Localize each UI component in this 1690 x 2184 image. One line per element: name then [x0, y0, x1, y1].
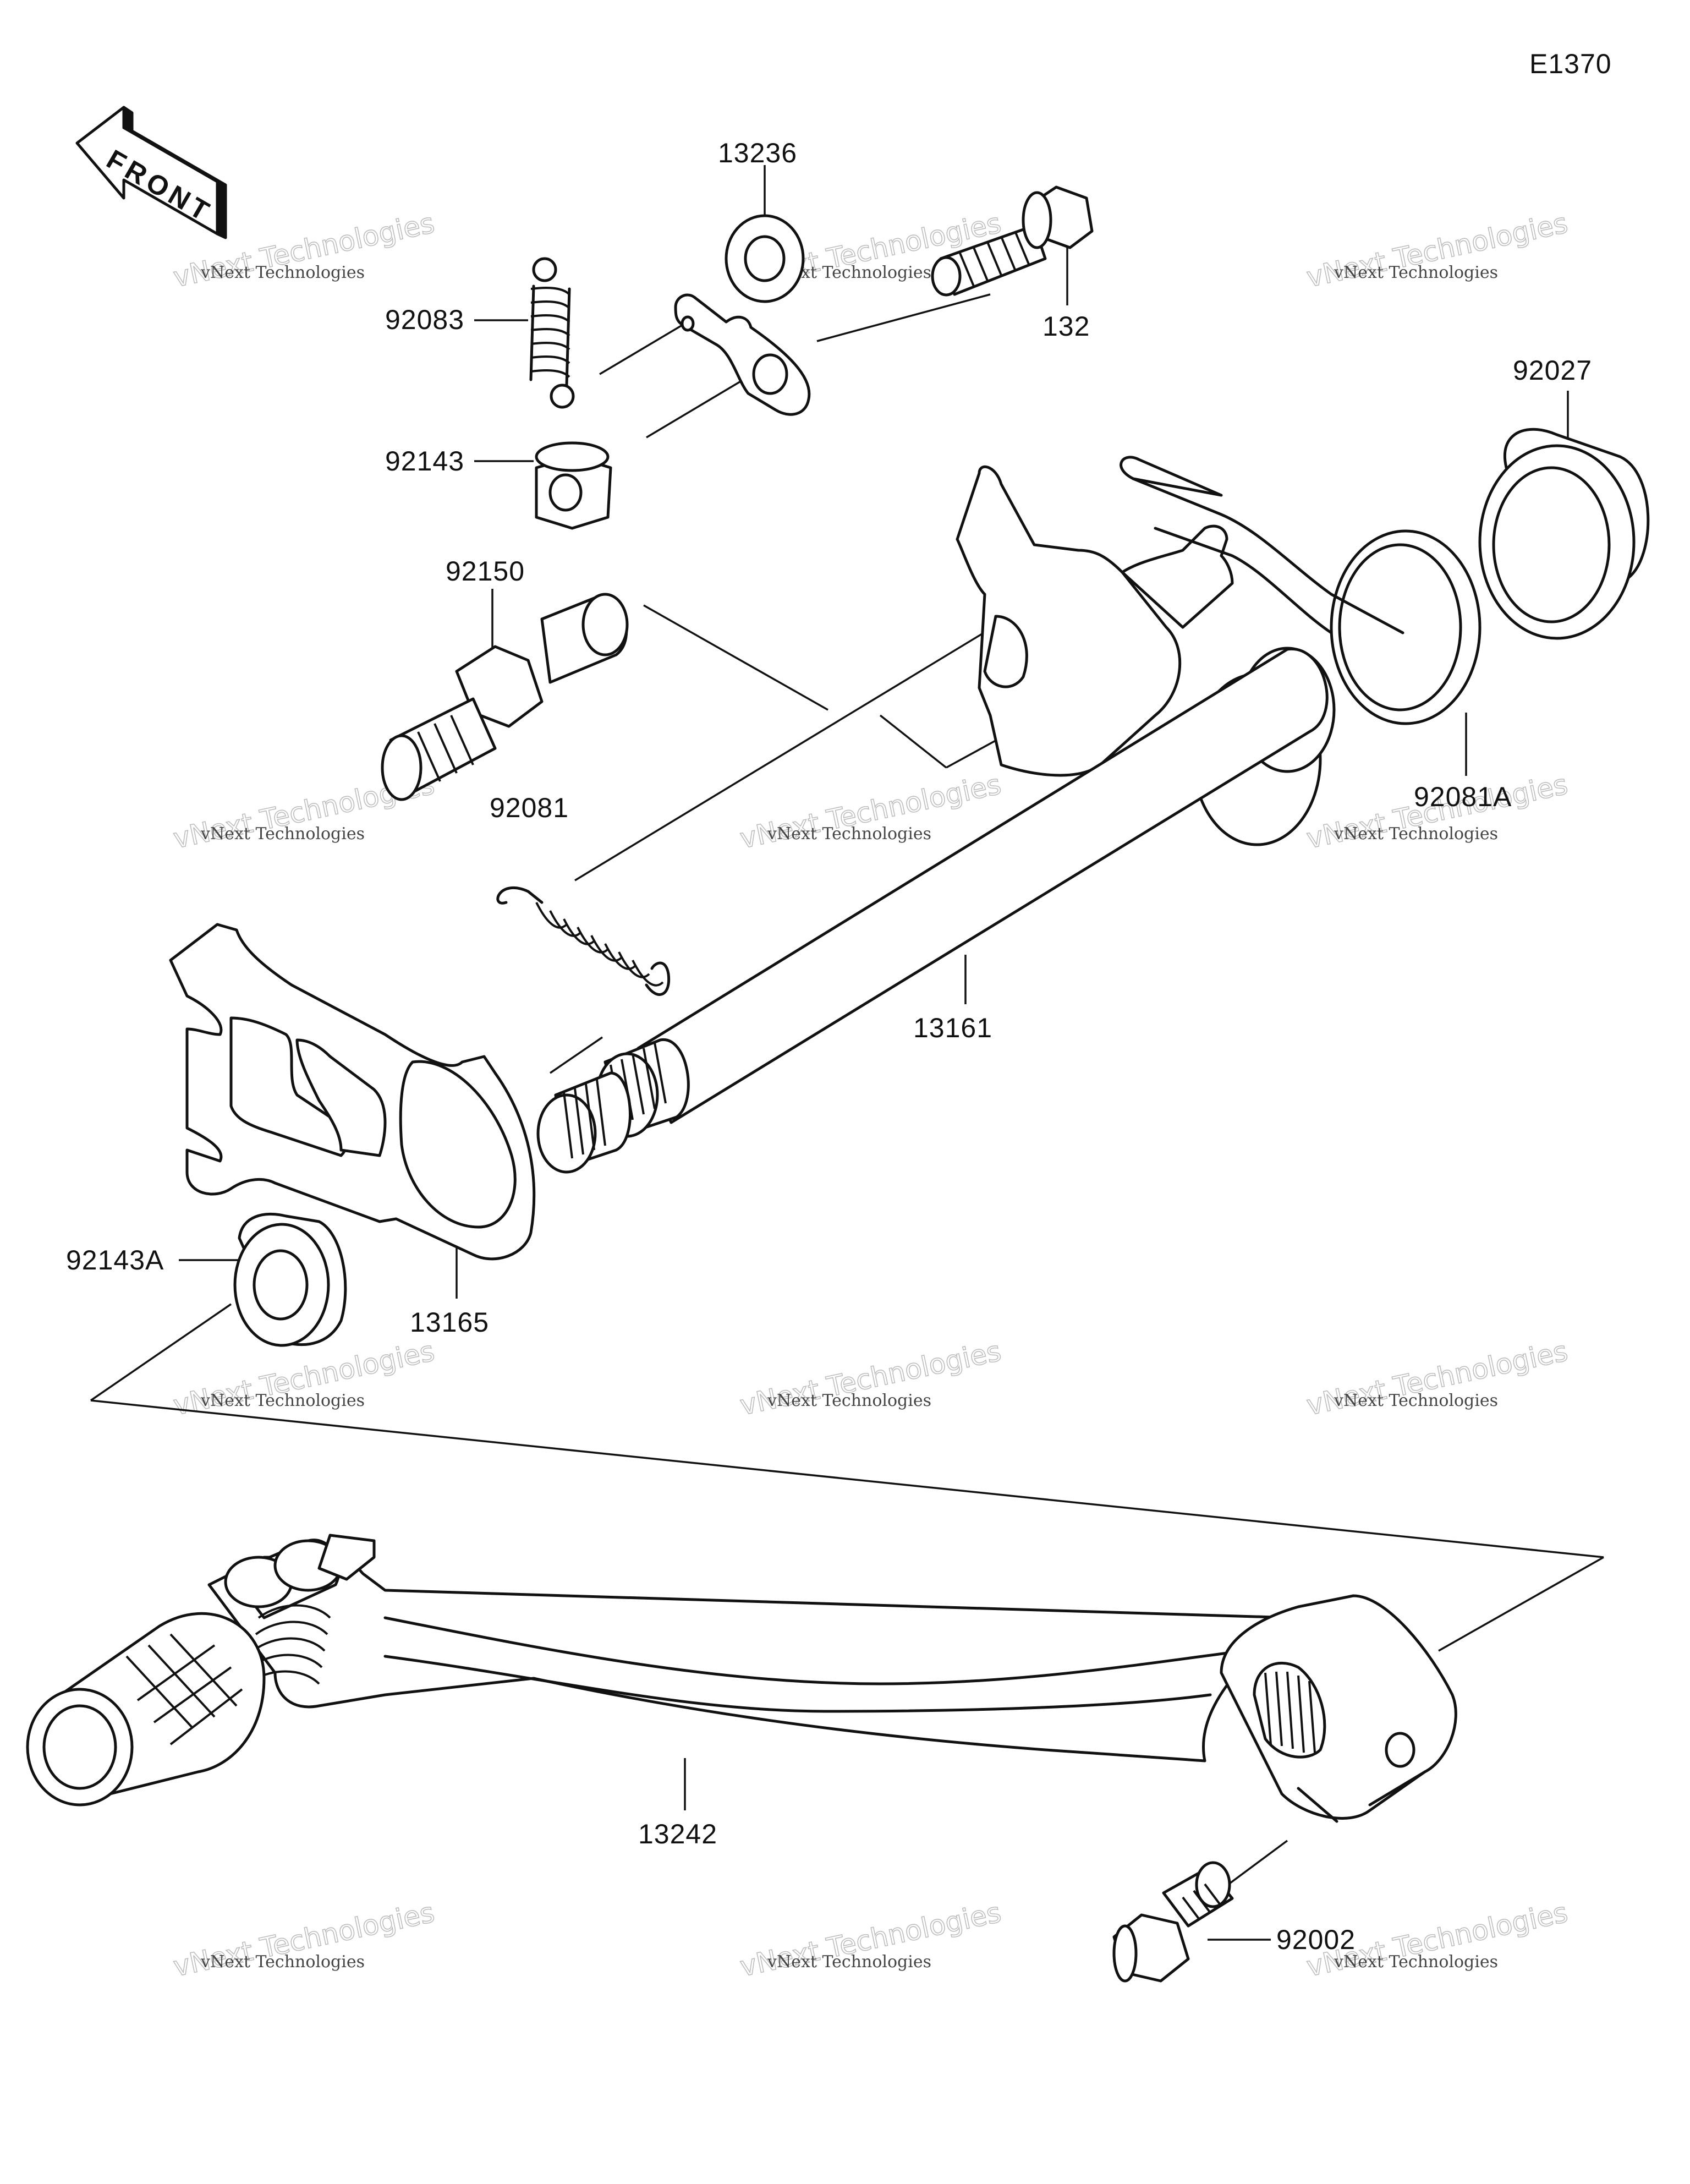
part-label-92143: 92143: [385, 446, 464, 477]
watermark-text: vNext Technologies: [767, 1391, 931, 1410]
part-92081-spring: [496, 886, 671, 996]
watermark-text: vNext Technologies: [200, 263, 365, 282]
part-label-92027: 92027: [1513, 355, 1592, 386]
watermark-text: vNext Technologies: [200, 1391, 365, 1410]
watermark-text: vNext Technologies: [200, 1952, 365, 1972]
part-92150-pin: [381, 593, 629, 801]
watermark: vNext Technologies vNext Technologies: [170, 1896, 437, 1983]
part-label-92083: 92083: [385, 304, 464, 335]
part-label-13165: 13165: [410, 1307, 489, 1338]
watermark-text: vNext Technologies: [1334, 1391, 1498, 1410]
part-label-13161: 13161: [913, 1012, 992, 1043]
part-92002-bolt: [1112, 1861, 1234, 1983]
watermark-text: vNext Technologies: [767, 824, 931, 844]
watermark-text: vNext Technologies: [1334, 1952, 1498, 1972]
part-13165-plate: [169, 923, 536, 1261]
watermark-text: vNext Technologies: [1334, 824, 1498, 844]
watermark: vNext Technologies vNext Technologies: [737, 1334, 1004, 1422]
part-13236-plate: [674, 214, 811, 416]
watermark: vNext Technologies vNext Technologies: [737, 1896, 1004, 1983]
watermark: vNext Technologies vNext Technologies: [737, 768, 1004, 855]
part-label-92143A: 92143A: [66, 1245, 164, 1276]
part-label-13236: 13236: [718, 138, 797, 168]
part-132-bolt: [931, 185, 1094, 297]
part-label-132: 132: [1042, 311, 1090, 342]
part-92143-collar: [535, 441, 612, 530]
part-label-13242: 13242: [638, 1819, 717, 1849]
part-13161-shaft: [536, 456, 1404, 1174]
watermark-text: vNext Technologies: [1334, 263, 1498, 282]
part-label-92081: 92081: [490, 792, 569, 823]
front-arrow-icon: FRONT: [75, 106, 227, 239]
part-92081a-ring: [1330, 529, 1482, 725]
watermark: vNext Technologies vNext Technologies: [1303, 1334, 1571, 1422]
watermark: vNext Technologies vNext Technologies: [170, 1334, 437, 1422]
part-labels: 13236 132 92083 92143 92027 92150 92081A…: [66, 138, 1592, 1955]
watermark: vNext Technologies vNext Technologies: [1303, 206, 1571, 294]
figure-code: E1370: [1529, 48, 1612, 79]
part-13242-pedal: [26, 1534, 1457, 1823]
part-92027-bushing: [1478, 428, 1650, 640]
part-92143a-washer: [233, 1212, 347, 1347]
part-label-92081A: 92081A: [1414, 781, 1512, 812]
watermark-text: vNext Technologies: [200, 824, 365, 844]
part-92083-spring: [529, 257, 575, 409]
part-label-92150: 92150: [446, 556, 525, 587]
watermark-text: vNext Technologies: [767, 1952, 931, 1972]
part-label-92002: 92002: [1276, 1924, 1356, 1955]
